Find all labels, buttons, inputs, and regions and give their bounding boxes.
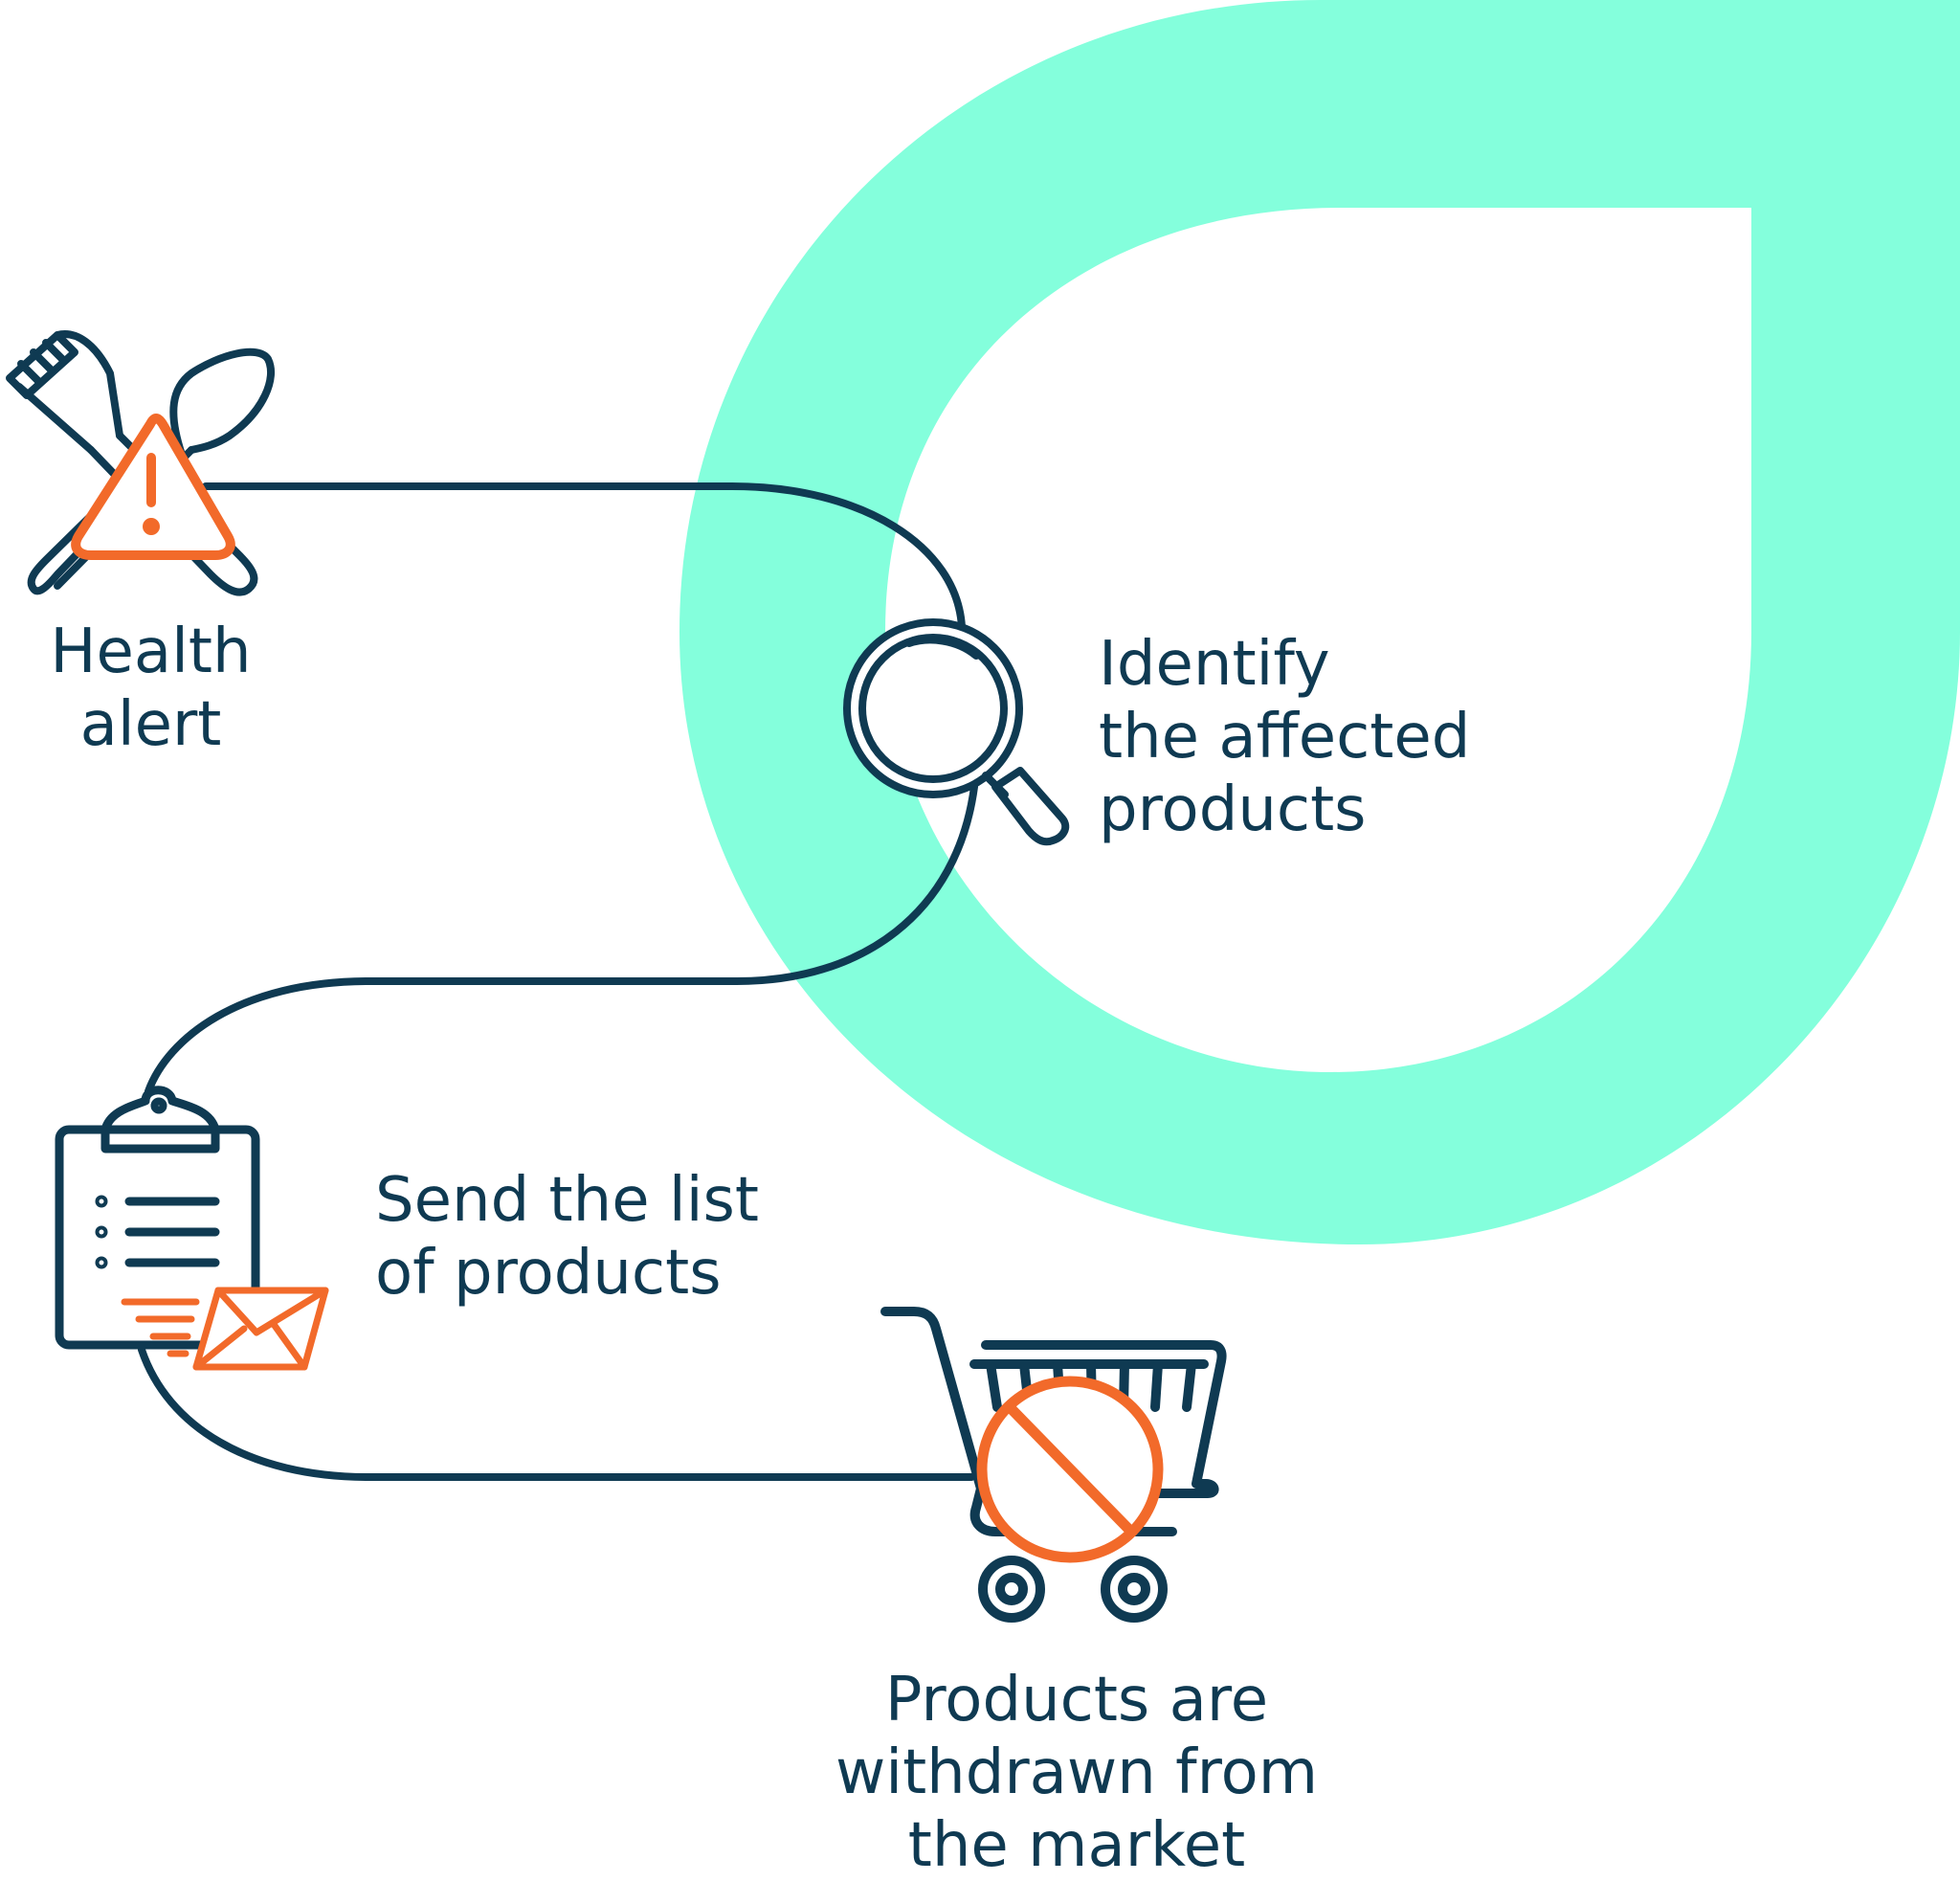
step-label-products-withdrawn: Products are withdrawn from the market [775,1664,1378,1882]
step-label-send-list: Send the list of products [375,1164,825,1310]
connector-line [138,482,978,1481]
step-label-line: Send the list [375,1165,759,1236]
health-alert-icon [6,330,276,596]
step-label-line: withdrawn from [835,1737,1319,1808]
teardrop-ring-shape [679,0,1960,1244]
step-label-line: Identify [1099,629,1330,700]
magnifying-glass-icon [843,618,1070,846]
step-label-line: the affected [1099,702,1471,773]
step-label-identify-products: Identify the affected products [1099,628,1529,846]
step-label-line: Products are [884,1665,1269,1736]
step-label-health-alert: Health alert [29,616,273,761]
step-label-line: Health [50,616,252,687]
clipboard-email-icon [55,1086,329,1371]
step-label-line: alert [79,689,222,760]
prohibited-cart-icon [880,1307,1227,1623]
step-label-line: the market [907,1810,1246,1881]
step-label-line: of products [375,1238,722,1309]
step-label-line: products [1099,774,1367,845]
